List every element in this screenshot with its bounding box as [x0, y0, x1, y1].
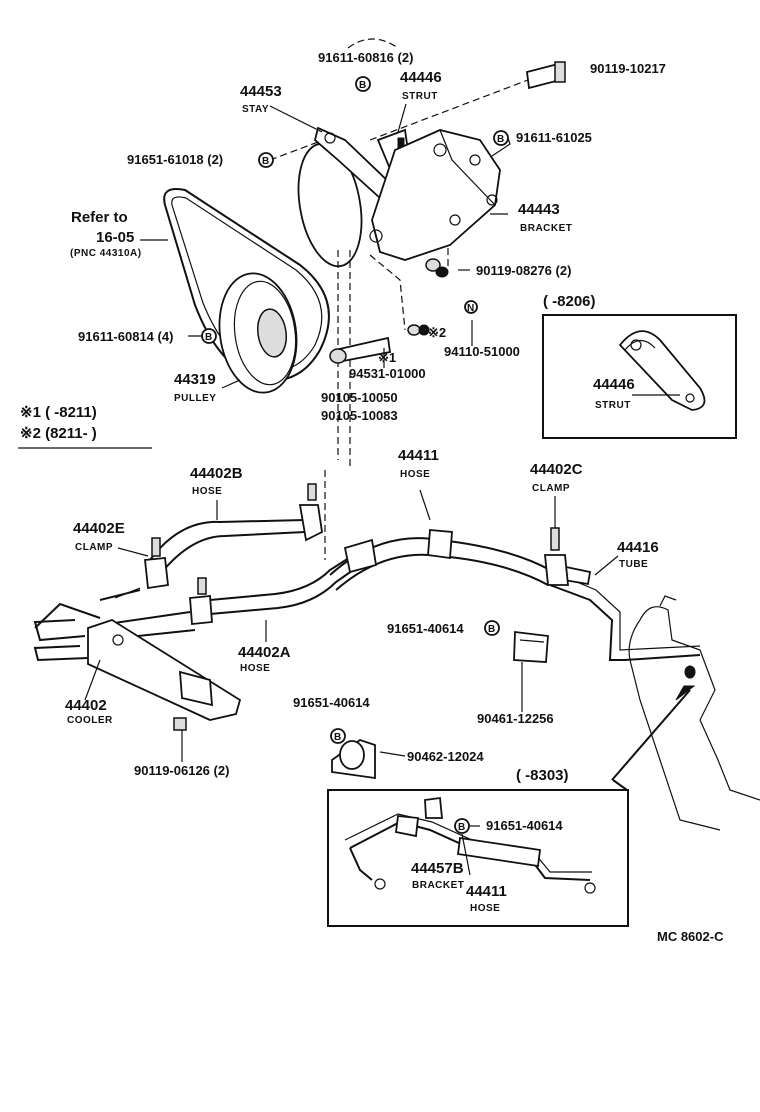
label-91611-61025: 91611-61025 [516, 130, 592, 145]
label-91651-40614-b: 91651-40614 [293, 695, 370, 710]
label-cooler: COOLER [67, 715, 113, 726]
label-90119-10217: 90119-10217 [590, 61, 666, 76]
label-16-05: 16-05 [96, 229, 134, 246]
label-hose-top: HOSE [400, 469, 430, 480]
leader-lines [84, 103, 680, 876]
label-91651-40614-c: 91651-40614 [486, 818, 563, 833]
inset-hose-8303 [327, 779, 629, 927]
label-90119-08276: 90119-08276 (2) [476, 263, 571, 278]
label-note2: ※2 (8211- ) [20, 425, 97, 442]
label-44402C: 44402C [530, 461, 583, 478]
label-44411-box: 44411 [466, 883, 507, 900]
label-44446-box: 44446 [593, 376, 635, 393]
label-star1-small: ※1 [378, 350, 396, 365]
label-pulley: PULLEY [174, 393, 216, 404]
label-44446-top: 44446 [400, 69, 442, 86]
marker-b-5: B [488, 624, 496, 635]
label-91651-40614-a: 91651-40614 [387, 621, 464, 636]
label-44411-top: 44411 [398, 447, 439, 464]
label-hose-box: HOSE [470, 903, 500, 914]
label-star2-small: ※2 [428, 325, 446, 340]
inset-strut-8206 [542, 314, 737, 439]
label-44402B: 44402B [190, 465, 243, 482]
label-44416: 44416 [617, 539, 659, 556]
label-stay: STAY [242, 104, 269, 115]
marker-n-1: N [467, 303, 475, 314]
label-91611-60814: 91611-60814 (4) [78, 329, 173, 344]
label-diagram-code: MC 8602-C [657, 929, 724, 944]
label-44402: 44402 [65, 697, 107, 714]
label-44319: 44319 [174, 371, 216, 388]
hose-cooler-assembly [33, 470, 701, 780]
marker-b-4: B [205, 332, 213, 343]
marker-b-2: B [497, 134, 505, 145]
steering-gear-outline [611, 595, 760, 831]
label-44453: 44453 [240, 83, 282, 100]
label-strut-top: STRUT [402, 91, 438, 102]
label-44402E: 44402E [73, 520, 125, 537]
label-clamp-c: CLAMP [532, 483, 570, 494]
label-strut-box: STRUT [595, 400, 631, 411]
marker-badges: B B B B B B B N [201, 76, 509, 833]
label-pnc: (PNC 44310A) [70, 248, 142, 259]
label-94531-01000: 94531-01000 [349, 366, 426, 381]
label-90461-12256: 90461-12256 [477, 711, 554, 726]
label-hose-b: HOSE [192, 486, 222, 497]
label-44402A: 44402A [238, 644, 291, 661]
label-bracket-b: BRACKET [412, 880, 464, 891]
part-labels: 91611-60816 (2) 44453 STAY 44446 STRUT 9… [20, 50, 724, 944]
label-90119-06126: 90119-06126 (2) [134, 763, 229, 778]
label-range-8206: ( -8206) [543, 293, 596, 310]
label-44457B: 44457B [411, 860, 464, 877]
label-91651-61018: 91651-61018 (2) [127, 152, 223, 167]
marker-b-6: B [334, 732, 342, 743]
marker-b-1: B [359, 80, 367, 91]
marker-b-3: B [262, 156, 270, 167]
label-refer-to: Refer to [71, 209, 128, 226]
label-range-8303: ( -8303) [516, 767, 569, 784]
label-94110-51000: 94110-51000 [444, 344, 520, 359]
label-hose-a: HOSE [240, 663, 270, 674]
label-tube: TUBE [619, 559, 648, 570]
label-note1: ※1 ( -8211) [20, 404, 97, 421]
pump-assembly [163, 38, 566, 470]
label-44443: 44443 [518, 201, 560, 218]
label-clamp-e: CLAMP [75, 542, 113, 553]
label-90105-10050: 90105-10050 [321, 390, 398, 405]
label-90105-10083: 90105-10083 [321, 408, 398, 423]
label-bracket: BRACKET [520, 223, 572, 234]
marker-b-7: B [458, 822, 466, 833]
label-91611-60816: 91611-60816 (2) [318, 50, 413, 65]
label-90462-12024: 90462-12024 [407, 749, 484, 764]
